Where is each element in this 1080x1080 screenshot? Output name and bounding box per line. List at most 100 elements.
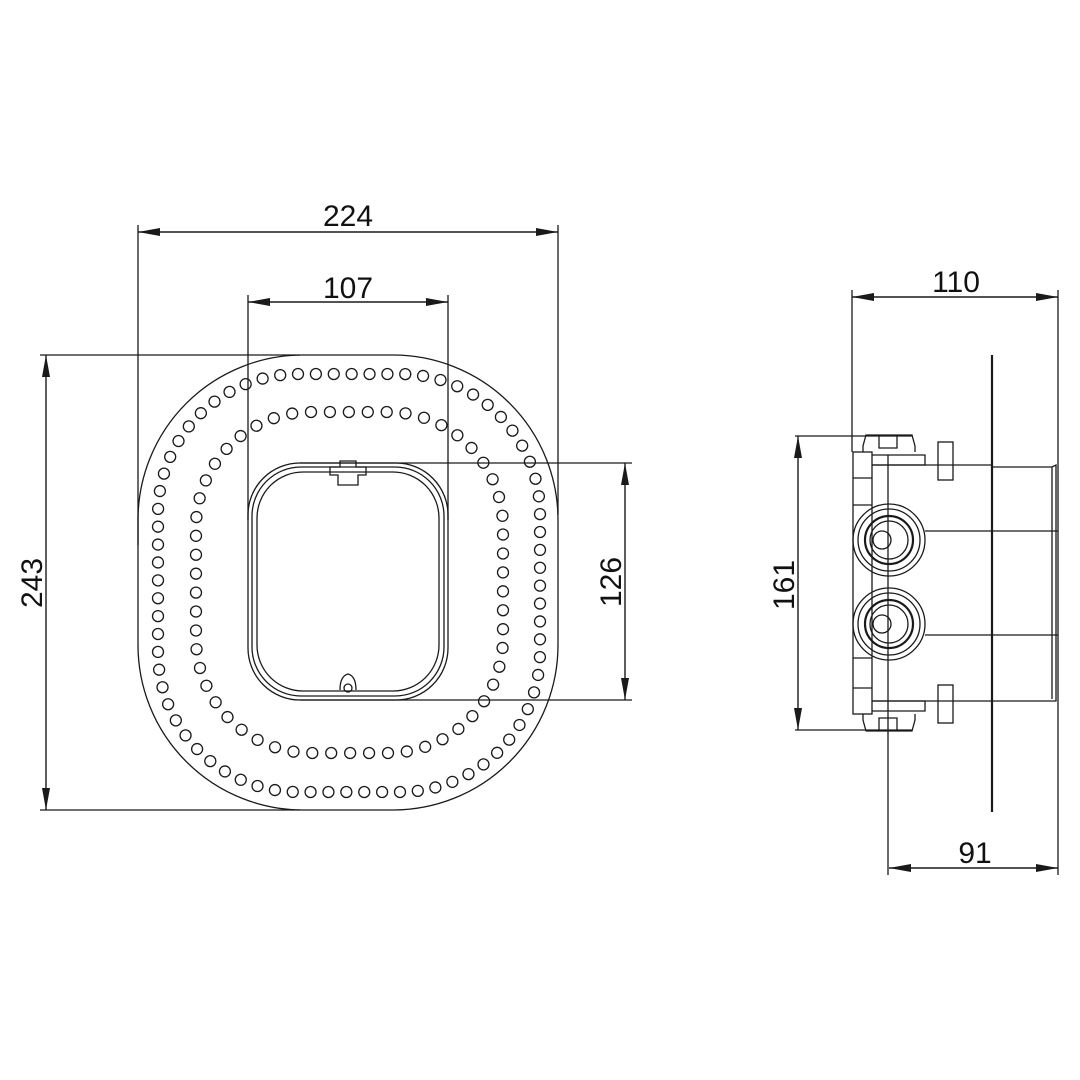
perforation-dot <box>235 723 248 736</box>
perforation-dot <box>152 663 166 676</box>
perforation-dot <box>172 434 185 448</box>
perforation-dot <box>466 388 480 401</box>
valve-body <box>852 451 873 715</box>
perforation-dot <box>436 733 449 746</box>
perforation-dot <box>533 507 547 521</box>
perforation-dot <box>182 420 195 433</box>
perforation-dot <box>291 367 305 381</box>
perforation-dot <box>304 785 317 799</box>
upper-port <box>852 503 926 577</box>
perforation-dot <box>363 367 376 381</box>
perforation-dot <box>169 714 182 727</box>
perforation-dot <box>157 467 171 480</box>
perforation-dot <box>496 623 510 636</box>
perforation-dot <box>208 457 222 470</box>
perforation-dot <box>496 585 510 598</box>
perforation-dot <box>452 722 465 736</box>
perforation-dot <box>151 538 165 551</box>
perforation-dot <box>362 746 376 760</box>
perforation-dot <box>399 407 412 420</box>
perforation-dot <box>153 484 167 498</box>
perforation-dot <box>533 597 547 610</box>
perforation-dot <box>496 604 510 617</box>
perforation-dot <box>531 668 545 682</box>
perforation-dot <box>208 395 221 408</box>
perforation-dot <box>477 695 491 708</box>
perforation-dot <box>345 367 358 381</box>
perforation-dot <box>193 661 207 675</box>
perforation-dot <box>533 543 547 557</box>
dimension-label-110: 110 <box>932 266 980 299</box>
perforation-dot <box>493 660 506 673</box>
perforation-dot <box>325 746 338 760</box>
perforation-dot <box>151 502 165 516</box>
perforation-dot <box>327 367 340 381</box>
perforation-dot <box>218 765 232 778</box>
perforation-dot <box>527 686 541 699</box>
perforation-dot <box>190 742 204 756</box>
lower-port <box>852 587 926 661</box>
perforation-dot <box>234 773 247 786</box>
perforation-dot <box>164 450 177 464</box>
perforation-dot <box>342 405 356 419</box>
perforation-dot <box>496 566 510 579</box>
perforation-dot <box>451 429 464 442</box>
perforation-dot <box>486 473 499 486</box>
perforation-dot <box>399 367 412 381</box>
perforation-dot <box>533 525 547 539</box>
perforation-dot <box>189 624 203 637</box>
perforation-dot <box>506 424 519 437</box>
perforation-dot <box>193 492 206 505</box>
perforation-dot <box>381 367 394 381</box>
perforation-dot <box>189 586 203 599</box>
perforation-dot <box>466 709 479 723</box>
perforation-dot <box>358 785 371 799</box>
perforation-dot <box>462 767 475 781</box>
perforation-dot <box>189 529 203 542</box>
perforation-dot <box>417 411 431 424</box>
dimension-label-161: 161 <box>768 560 801 610</box>
perforation-dot <box>533 650 547 664</box>
perforation-dot <box>416 369 430 383</box>
perforation-dot <box>268 783 282 797</box>
perforation-dot <box>361 405 374 419</box>
dimension-label-126: 126 <box>595 557 628 607</box>
front-view: 224 107 243 126 <box>16 200 632 811</box>
perforation-dot <box>380 405 393 419</box>
perforation-dot <box>223 385 236 399</box>
perforation-dot <box>496 547 510 560</box>
perforation-dot <box>190 643 203 656</box>
perforation-dot <box>533 579 547 592</box>
perforation-dot <box>492 490 506 504</box>
perforation-dot <box>434 373 447 387</box>
dimension-label-224: 224 <box>323 200 373 233</box>
perforation-dot <box>496 641 509 655</box>
sleeve-flange <box>992 463 1057 702</box>
perforation-dot <box>251 779 264 793</box>
cover-plate-outline <box>137 354 559 811</box>
perforation-dot <box>533 615 547 628</box>
perforation-dot <box>435 419 448 432</box>
perforation-dot <box>151 592 165 605</box>
perforation-dot <box>179 729 192 742</box>
perforation-dot <box>309 367 323 381</box>
perforation-dot <box>189 567 203 580</box>
dimension-label-91: 91 <box>958 837 991 870</box>
perforation-dot <box>322 785 335 799</box>
perforation-dot <box>220 442 233 456</box>
perforation-dot <box>523 455 537 468</box>
perforation-dot <box>446 775 459 788</box>
perforation-dot <box>375 785 389 799</box>
dimension-label-107: 107 <box>323 272 373 305</box>
perforation-dot <box>521 702 534 716</box>
perforation-dot <box>465 441 478 455</box>
perforation-dot <box>221 710 234 724</box>
perforation-dot <box>529 472 542 485</box>
perforation-dot <box>451 380 464 393</box>
perforation-dot <box>477 758 490 771</box>
perforation-dot <box>268 741 282 754</box>
perforation-dot <box>496 528 510 541</box>
perforation-dot <box>151 627 165 641</box>
side-view: 110 91 161 <box>768 266 1059 875</box>
